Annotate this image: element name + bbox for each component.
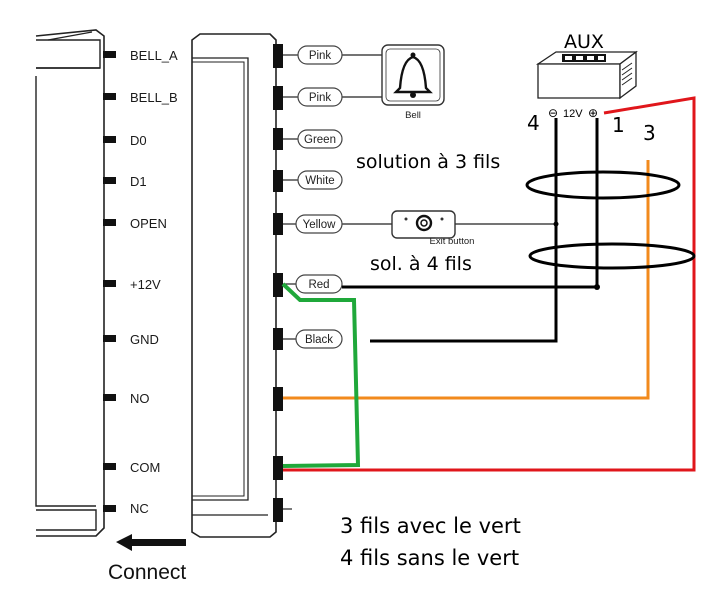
wire-label-red: Red xyxy=(308,279,329,291)
controller-block xyxy=(35,29,105,537)
connector-block xyxy=(191,33,292,538)
green-wire xyxy=(281,282,361,468)
note-line-1: 3 fils avec le vert xyxy=(340,514,521,538)
wire-pill-pink-b xyxy=(297,87,343,107)
bundle-ellipse-4-wires xyxy=(528,242,696,270)
annotation-solution-4-fils: sol. à 4 fils xyxy=(370,253,472,275)
wire-pill-yellow xyxy=(295,214,343,234)
wire-pill-black xyxy=(295,329,343,349)
black-wire-gnd-line xyxy=(370,118,558,343)
wire-label-pink-b: Pink xyxy=(309,92,332,104)
aux-number-1: 1 xyxy=(612,113,625,137)
connect-arrow-icon xyxy=(116,534,186,551)
wire-label-pink-a: Pink xyxy=(309,50,332,62)
wire-pill-red xyxy=(295,274,343,294)
aux-number-4: 4 xyxy=(527,111,540,135)
red-wire xyxy=(283,96,696,472)
pin-label-com: COM xyxy=(130,460,160,475)
pin-label-gnd: GND xyxy=(130,332,159,347)
pin-label-d0: D0 xyxy=(130,133,147,148)
pin-label-12v: +12V xyxy=(130,277,161,292)
aux-title: AUX xyxy=(564,31,604,53)
wire-label-yellow: Yellow xyxy=(303,219,337,231)
pin-label-bell-a: BELL_A xyxy=(130,48,178,63)
pin-label-d1: D1 xyxy=(130,174,147,189)
bell-icon xyxy=(393,52,433,98)
pin-label-no: NO xyxy=(130,391,150,406)
exit-button-device: Exit button xyxy=(391,210,475,247)
bell-label: Bell xyxy=(405,110,421,121)
pin-label-bell-b: BELL_B xyxy=(130,90,178,105)
orange-wire xyxy=(283,160,650,400)
aux-number-3: 3 xyxy=(643,121,656,145)
wire-labels: Pink Pink Green White Yellow Red Black xyxy=(283,45,556,349)
aux-power-supply: AUX ⊖ 12V ⊕ xyxy=(535,31,638,120)
wire-label-black: Black xyxy=(305,334,333,346)
wire-pill-white xyxy=(297,170,343,190)
wire-pill-pink-a xyxy=(297,45,343,65)
annotation-solution-3-fils: solution à 3 fils xyxy=(356,151,500,173)
terminal-minus-icon: ⊖ xyxy=(548,106,558,120)
wire-pill-green xyxy=(297,129,343,149)
bell-device: Bell xyxy=(381,44,445,121)
controller-pins: BELL_A BELL_B D0 D1 OPEN +12V GND NO COM… xyxy=(103,48,178,516)
terminal-plus-icon: ⊕ xyxy=(588,106,598,120)
exit-button-label: Exit button xyxy=(430,236,475,247)
pin-label-open: OPEN xyxy=(130,216,167,231)
wires xyxy=(281,96,696,472)
pin-label-nc: NC xyxy=(130,501,149,516)
wire-label-green: Green xyxy=(304,134,336,146)
wire-label-white: White xyxy=(305,175,334,187)
bundle-ellipses xyxy=(525,170,696,270)
connect-label: Connect xyxy=(108,561,186,584)
terminal-voltage-label: 12V xyxy=(563,108,583,120)
note-line-2: 4 fils sans le vert xyxy=(340,546,519,570)
bundle-ellipse-3-wires xyxy=(525,170,681,200)
